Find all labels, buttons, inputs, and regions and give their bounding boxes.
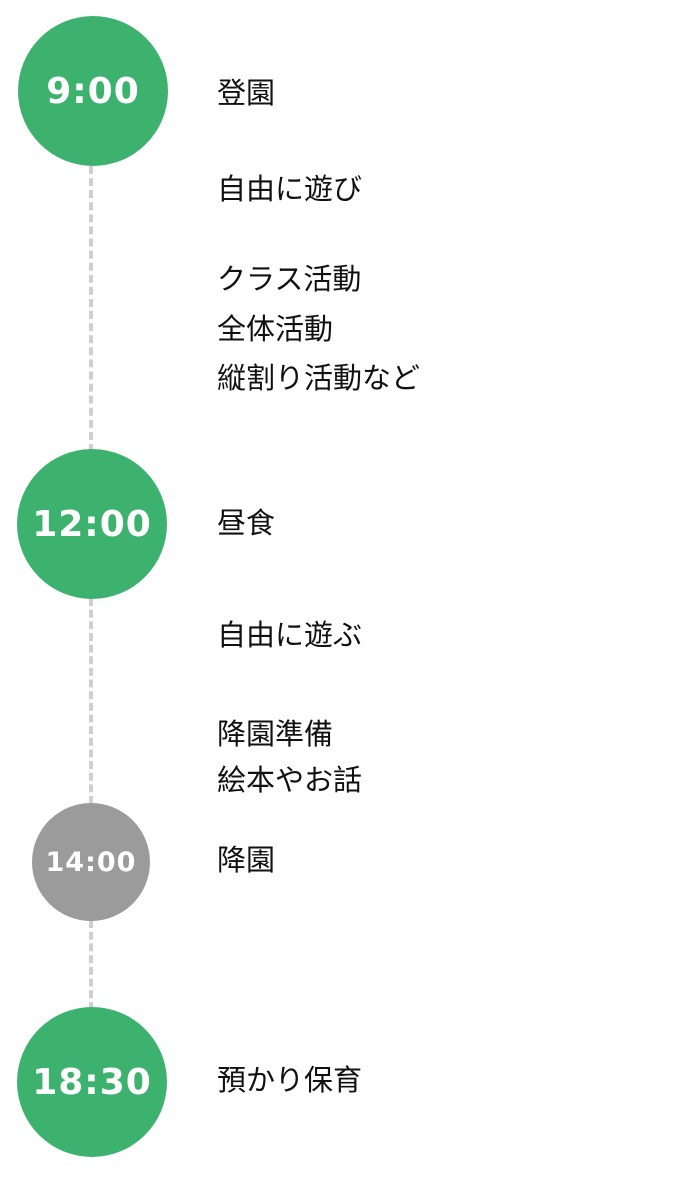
activity-item: 絵本やお話 [217, 763, 363, 797]
timeline-connector [89, 920, 93, 1010]
activity-item: 昼食 [217, 506, 276, 540]
activity-item: 自由に遊ぶ [217, 618, 363, 652]
activity-item: 全体活動 [217, 312, 334, 346]
activity-item: 自由に遊び [217, 172, 363, 206]
activity-item: 登園 [217, 76, 276, 110]
activity-item: 降園 [217, 843, 276, 877]
timeline-connector [89, 166, 93, 452]
time-marker-1400: 14:00 [32, 803, 150, 921]
activity-item: 縦割り活動など [217, 361, 421, 395]
time-label: 12:00 [32, 503, 152, 545]
activity-item: 降園準備 [217, 717, 334, 751]
timeline-connector [89, 598, 93, 804]
activity-item: 預かり保育 [217, 1063, 363, 1097]
time-label: 9:00 [46, 70, 140, 112]
activity-item: クラス活動 [217, 262, 362, 296]
time-marker-1200: 12:00 [17, 449, 167, 599]
time-label: 14:00 [45, 846, 137, 878]
time-marker-0900: 9:00 [18, 16, 168, 166]
time-marker-1830: 18:30 [17, 1007, 167, 1157]
time-label: 18:30 [32, 1061, 152, 1103]
